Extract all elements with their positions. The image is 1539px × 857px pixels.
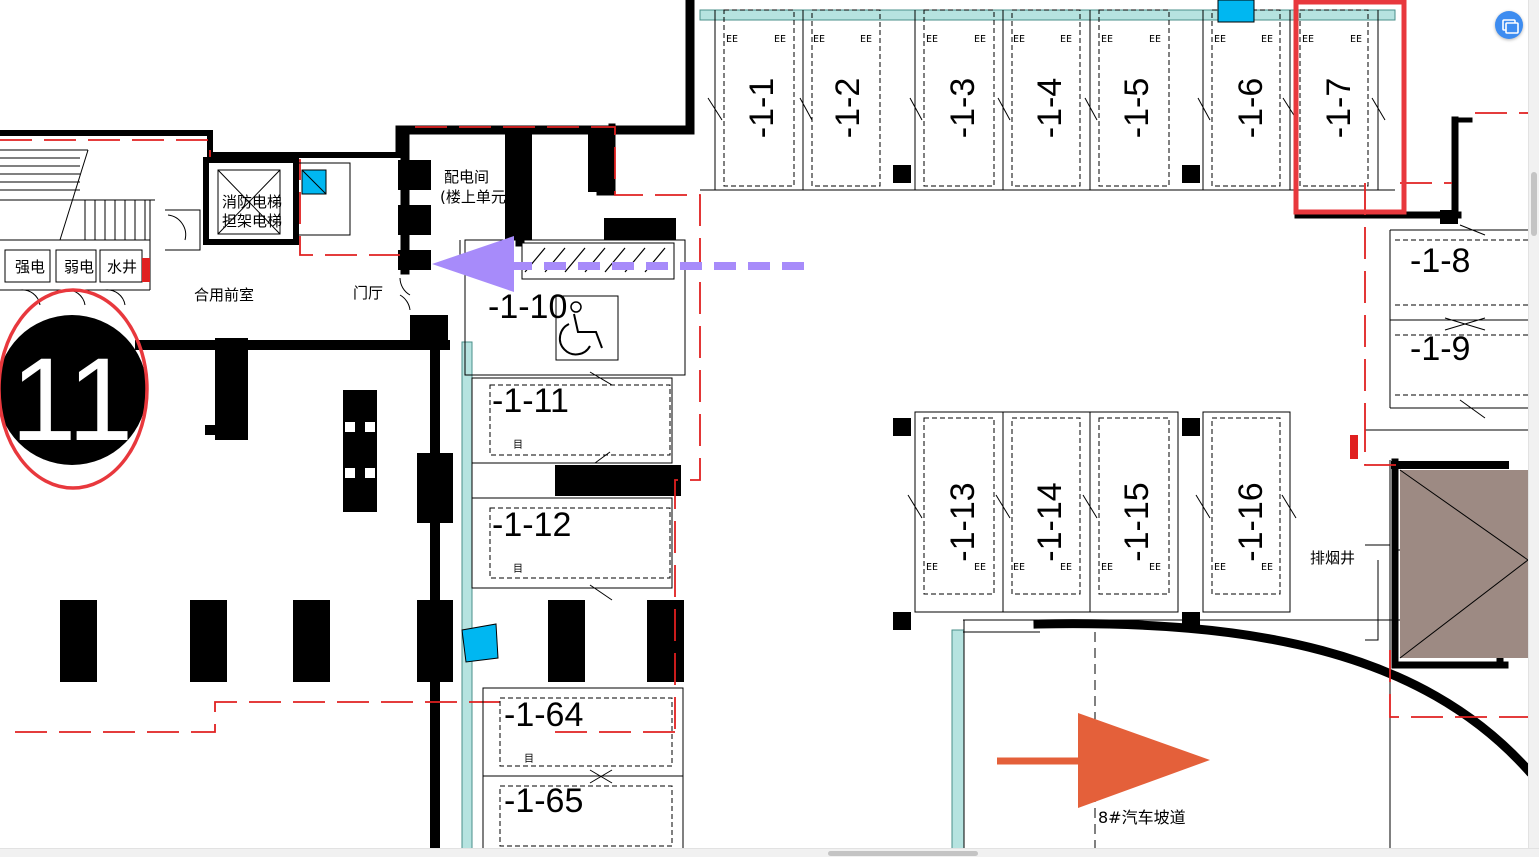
horizontal-scrollbar[interactable] [0,848,1539,857]
space-label: -1-65 [504,782,583,820]
svg-text:EE: EE [1149,562,1161,573]
space-label: -1-4 [1031,78,1069,138]
parking-right [1389,224,1528,419]
labels-mid: -1-13 -1-14 -1-15 -1-16 [944,482,1270,561]
svg-text:EE: EE [1149,34,1161,45]
svg-text:目: 目 [513,440,523,451]
columns [60,130,1458,682]
floating-action-button[interactable] [1495,11,1523,39]
fire-elevator-label: 担架电梯 [222,212,282,230]
building-number: 11 [11,334,134,466]
svg-text:目: 目 [524,754,534,765]
svg-text:EE: EE [1060,34,1072,45]
fire-elevator-label: 消防电梯 [222,193,282,211]
vertical-scrollbar[interactable] [1528,0,1539,849]
svg-text:EE: EE [813,34,825,45]
svg-text:EE: EE [1261,34,1273,45]
space-label: -1-14 [1031,482,1069,561]
svg-text:EE: EE [1261,562,1273,573]
ramp-label: 8#汽车坡道 [1098,808,1186,827]
stairs [0,149,155,241]
space-label: -1-12 [492,506,571,544]
strong-power-label: 强电 [15,258,45,276]
wheelchair-icon [555,295,619,361]
space-label: -1-15 [1118,482,1156,561]
space-label: -1-13 [944,482,982,561]
space-label: -1-2 [829,78,867,138]
svg-text:EE: EE [926,562,938,573]
highlight-box[interactable] [1293,0,1407,215]
power-room-label: 配电间 [444,168,489,186]
lobby-label: 门厅 [353,284,383,302]
svg-text:EE: EE [1101,562,1113,573]
svg-text:EE: EE [726,34,738,45]
svg-text:EE: EE [974,562,986,573]
vertical-scroll-thumb[interactable] [1531,172,1537,236]
svg-text:EE: EE [1013,34,1025,45]
marker-glyphs: EE EE EE EE EE EE EE EE EE EE EE EE EE EE [726,34,1362,45]
svg-text:EE: EE [974,34,986,45]
device-marker [1350,435,1358,459]
smoke-shaft-fill [1400,470,1528,658]
space-label: -1-9 [1410,330,1470,368]
route-arrow [432,236,808,292]
fire-elevator [203,157,299,245]
weak-power-label: 弱电 [64,258,94,276]
smoke-shaft-label: 排烟井 [1310,549,1355,567]
horizontal-scroll-thumb[interactable] [828,851,978,856]
building-marker[interactable]: 11 [0,288,149,490]
ramp-arrow [997,713,1210,808]
space-label: -1-11 [492,382,569,420]
space-label: -1-1 [743,78,781,138]
device-marker [1217,0,1255,23]
svg-text:EE: EE [1350,34,1362,45]
space-label: -1-10 [488,288,567,326]
space-label: -1-64 [504,696,583,734]
svg-text:EE: EE [860,34,872,45]
space-label: -1-8 [1410,242,1470,280]
space-label: -1-7 [1320,78,1358,138]
svg-text:目: 目 [513,564,523,575]
svg-text:EE: EE [1013,562,1025,573]
water-shaft-label: 水井 [107,258,137,276]
device-marker [461,623,499,663]
space-label: -1-6 [1232,78,1270,138]
svg-text:EE: EE [774,34,786,45]
labels-top: -1-1 -1-2 -1-3 -1-4 -1-5 -1-6 -1-7 [743,78,1358,138]
parking-row-top [707,9,1386,190]
parking-row-mid [907,411,1297,613]
space-label: -1-16 [1232,482,1270,561]
svg-text:EE: EE [1214,34,1226,45]
ramp-area [963,620,1096,850]
image-window-icon [1502,19,1519,34]
space-label: -1-5 [1118,78,1156,138]
hatched-zone [521,242,675,280]
svg-text:EE: EE [926,34,938,45]
front-room-label: 合用前室 [194,286,254,304]
svg-text:EE: EE [1302,34,1314,45]
space-label: -1-3 [944,78,982,138]
svg-text:EE: EE [1214,562,1226,573]
svg-text:EE: EE [1060,562,1072,573]
power-room-label: (楼上单元) [440,188,512,206]
svg-text:EE: EE [1101,34,1113,45]
